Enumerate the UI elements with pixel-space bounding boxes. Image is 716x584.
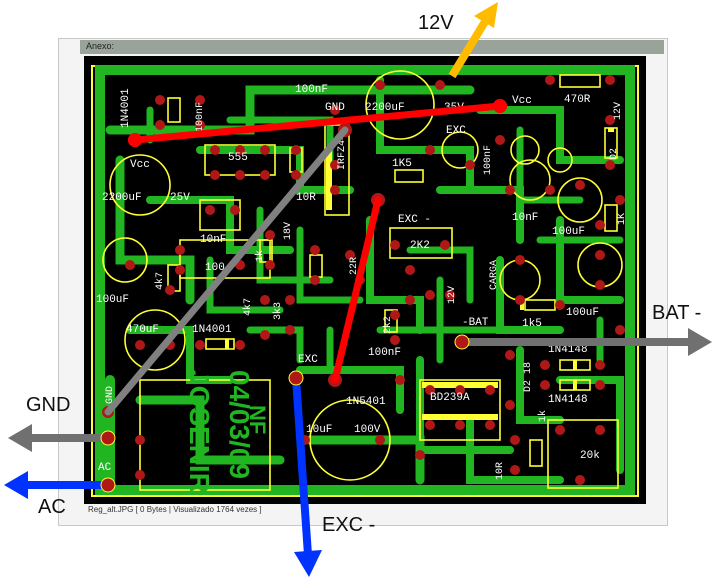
pcb-label-100v: 100V <box>354 424 381 436</box>
pcb-label-10r: 10R <box>296 192 316 204</box>
attachment-header-bar <box>80 40 664 54</box>
pcb-label-100nf-d: 100nF <box>368 347 401 359</box>
pcb-label-12v-mid: 12V <box>447 286 458 304</box>
annotation-arrows <box>4 2 712 577</box>
pcb-label-470uf: 470uF <box>126 324 159 336</box>
pcb-date: 04/03/09 <box>224 370 255 479</box>
pcb-label-cap-big: 2200uF <box>365 102 405 114</box>
pcb-label-3k3: 3k3 <box>272 302 284 320</box>
pcb-label-1n4148-a: 1N4148 <box>548 344 588 356</box>
pcb-label-100uf-a: 100uF <box>552 226 585 238</box>
gnd-pad <box>100 430 116 446</box>
attachment-caption: Reg_alt.JPG [ 0 Bytes | Visualizado 1764… <box>88 505 262 514</box>
red-pad-vcc-left <box>128 133 142 147</box>
pcb-label-100nf-c: 100nF <box>483 145 494 175</box>
pcb-label-bat-minus: -BAT <box>462 317 489 329</box>
gray-wire-gnd <box>104 126 349 416</box>
label-bat-minus: BAT - <box>652 302 702 324</box>
arrow-ac-head <box>4 471 28 499</box>
label-12v: 12V <box>418 12 454 34</box>
bat-pad <box>454 334 470 350</box>
pcb-label-carga: CARGA <box>489 260 500 290</box>
pcb-nf: NF <box>245 405 270 434</box>
annotation-wires <box>104 99 507 416</box>
pcb-label-d2: D2 <box>609 148 620 160</box>
pcb-label-10uf: 10uF <box>306 424 332 436</box>
pcb-label-100-mid: 100 <box>205 262 225 274</box>
pcb-label-2k2-b: 2k2 <box>382 316 394 334</box>
red-pad-vcc-right <box>493 99 507 113</box>
label-gnd: GND <box>26 394 71 416</box>
pcb-label-2k2-a: 2K2 <box>410 240 430 252</box>
pcb-label-1k-c: 1k <box>537 410 549 422</box>
pcb-label-vcc-right: Vcc <box>512 95 532 107</box>
pcb-label-1n4001-b: 1N4001 <box>192 324 232 336</box>
pcb-label-18v: 18V <box>283 222 294 240</box>
pcb-label-1k: 1K <box>617 213 628 225</box>
pcb-label-bd: BD239A <box>430 392 470 404</box>
pcb-label-1k5-a: 1K5 <box>392 158 412 170</box>
pcb-label-4k7-a: 4k7 <box>154 272 166 290</box>
arrow-gnd-head <box>8 424 32 452</box>
label-exc-minus: EXC - <box>322 514 376 536</box>
pcb-label-exc-mid: EXC <box>298 354 318 366</box>
pcb-label-2200-left: 2200uF <box>102 192 142 204</box>
pcb-label-1k5-b: 1k5 <box>522 318 542 330</box>
pcb-label-irf: IRFZ44 <box>337 134 348 170</box>
exc-pad <box>288 370 304 386</box>
pcb-label-1k-b: 1k <box>254 250 266 262</box>
arrow-bat-head <box>688 328 712 356</box>
pcb-label-25v: 25V <box>170 192 190 204</box>
pcb-label-555: 555 <box>228 152 248 164</box>
pcb-label-12v-side: 12V <box>613 102 624 120</box>
pcb-label-c100nf-a: 100nF <box>195 102 206 132</box>
pcb-label-4k7-b: 4k7 <box>242 298 254 316</box>
pcb-label-10r-b: 10R <box>495 462 506 480</box>
pcb-label-1n5401: 1N5401 <box>346 396 386 408</box>
pcb-label-1n4148-b: 1N4148 <box>548 394 588 406</box>
pcb-label-100uf-c: 100uF <box>566 307 599 319</box>
arrow-12v-shaft <box>448 17 490 79</box>
pcb-label-10nf-b: 10nF <box>512 212 538 224</box>
pcb-label-c100nf-b: 100nF <box>295 84 328 96</box>
pcb-label-470r: 470R <box>564 94 591 106</box>
pcb-label-vcc-left: Vcc <box>130 159 150 171</box>
pcb-label-gnd-v: GND <box>105 386 116 404</box>
ac-pad <box>100 477 116 493</box>
arrow-exc-shaft <box>292 377 312 556</box>
red-wire-vcc <box>131 102 504 144</box>
pcb-author-text: JOSENIR 04/03/09 NF <box>184 370 270 493</box>
pcb-label-exc-top: EXC <box>446 125 466 137</box>
pcb-label-20k: 20k <box>580 450 600 462</box>
arrow-exc-head <box>294 550 322 577</box>
pcb-label-100uf-b: 100uF <box>96 294 129 306</box>
pcb-label-gnd: GND <box>325 102 345 114</box>
pcb-label-22r: 22R <box>349 257 360 275</box>
pcb-label-d1: 1N4001 <box>120 88 132 128</box>
label-ac: AC <box>38 496 66 518</box>
pcb-label-exc-minus: EXC - <box>398 214 431 226</box>
pcb-label-d2-18: D2 18 <box>523 362 534 392</box>
red-wire-exc <box>331 196 382 384</box>
pcb-label-10nf-a: 10nF <box>200 234 226 246</box>
pcb-silk-labels: 1N4001 100nF 100nF GND 2200uF 35V Vcc 47… <box>96 84 628 480</box>
pcb-author: JOSENIR <box>184 370 215 493</box>
pcb-label-ac-v: AC <box>98 462 112 474</box>
attachment-header-label: Anexo: <box>86 41 115 51</box>
arrow-12v-head <box>474 2 498 28</box>
